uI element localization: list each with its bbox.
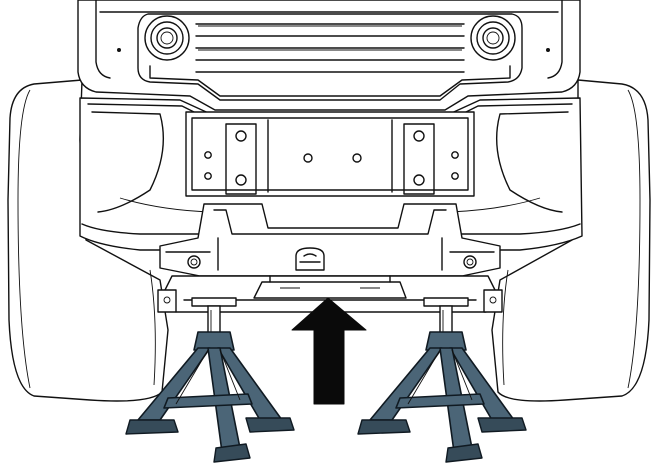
tow-hook xyxy=(295,247,325,271)
right-jack-stand-icon xyxy=(357,305,527,463)
lower-frame xyxy=(159,203,501,277)
left-headlight xyxy=(144,15,190,61)
bumper-mount-plate xyxy=(185,111,475,197)
up-arrow-icon xyxy=(291,297,367,405)
right-headlight xyxy=(470,15,516,61)
grille xyxy=(137,13,523,101)
right-stand-saddle xyxy=(423,297,469,307)
axle-assembly xyxy=(157,275,503,313)
left-jack-stand-icon xyxy=(125,305,295,463)
left-stand-saddle xyxy=(191,297,237,307)
right-tire xyxy=(491,79,651,402)
